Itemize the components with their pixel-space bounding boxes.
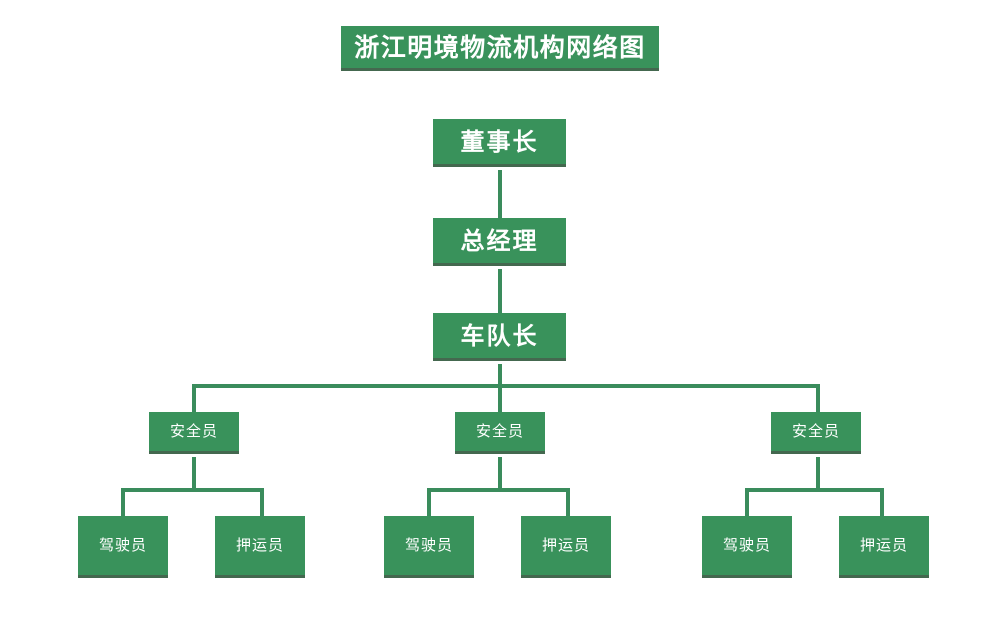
- connector-safety-3-bus: [745, 488, 884, 492]
- connector-safety-1-drop-driver: [121, 488, 125, 516]
- connector-fleet-captain-stem: [498, 364, 502, 388]
- connector-safety-2-drop-escort: [566, 488, 570, 516]
- chart-title-banner: 浙江明境物流机构网络图: [341, 26, 659, 71]
- connector-safety-3-drop-driver: [745, 488, 749, 516]
- connector-fleet-captain-bus: [192, 384, 820, 388]
- connector-safety-1-bus: [121, 488, 264, 492]
- connector-safety-2-bus: [427, 488, 570, 492]
- node-safety-officer-3[interactable]: 安全员: [771, 412, 861, 454]
- node-driver-1[interactable]: 驾驶员: [78, 516, 168, 578]
- node-safety-officer-1[interactable]: 安全员: [149, 412, 239, 454]
- connector-safety-3-drop-escort: [880, 488, 884, 516]
- connector-bus-drop-safety-1: [192, 384, 196, 412]
- node-escort-1[interactable]: 押运员: [215, 516, 305, 578]
- node-driver-3[interactable]: 驾驶员: [702, 516, 792, 578]
- node-chairman[interactable]: 董事长: [433, 119, 566, 167]
- connector-bus-drop-safety-3: [816, 384, 820, 412]
- node-general-manager[interactable]: 总经理: [433, 218, 566, 266]
- connector-safety-1-drop-escort: [260, 488, 264, 516]
- connector-safety-1-stem: [192, 457, 196, 492]
- connector-bus-drop-safety-2: [498, 384, 502, 412]
- connector-general-manager-to-fleet-captain: [498, 269, 502, 313]
- connector-safety-3-stem: [816, 457, 820, 492]
- node-escort-3[interactable]: 押运员: [839, 516, 929, 578]
- connector-safety-2-stem: [498, 457, 502, 492]
- connector-safety-2-drop-driver: [427, 488, 431, 516]
- node-driver-2[interactable]: 驾驶员: [384, 516, 474, 578]
- node-escort-2[interactable]: 押运员: [521, 516, 611, 578]
- connector-chairman-to-general-manager: [498, 170, 502, 218]
- node-fleet-captain[interactable]: 车队长: [433, 313, 566, 361]
- node-safety-officer-2[interactable]: 安全员: [455, 412, 545, 454]
